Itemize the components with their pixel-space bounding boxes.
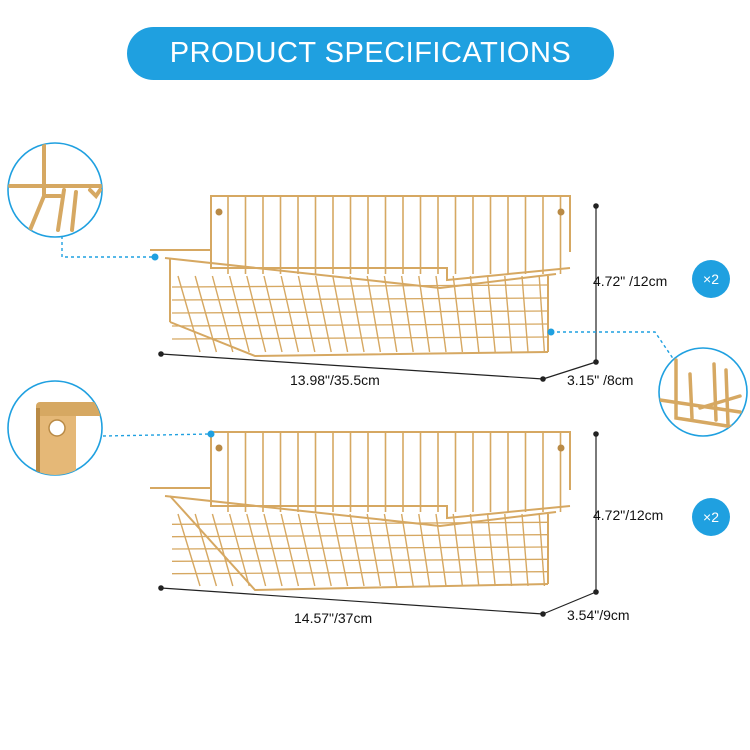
basket-top: [150, 195, 571, 358]
wire: [228, 513, 250, 587]
wire: [504, 513, 513, 587]
wire: [314, 513, 332, 587]
top-length-label: 13.98"/35.5cm: [290, 372, 380, 388]
hook-hole-detail-icon: [7, 380, 103, 476]
wire: [469, 513, 480, 587]
bottom-length-label: 14.57"/37cm: [294, 610, 373, 626]
bottom-depth-label: 3.54"/9cm: [567, 607, 630, 623]
wire: [349, 513, 365, 587]
wire: [383, 513, 398, 587]
wire: [383, 275, 398, 353]
wire: [280, 513, 300, 587]
wire: [314, 275, 332, 353]
wire: [521, 513, 529, 587]
wire: [171, 284, 549, 288]
wire: [521, 275, 529, 353]
bottom-quantity-badge: ×2: [692, 498, 730, 536]
wire: [171, 534, 549, 538]
wire: [469, 275, 480, 353]
top-depth-label: 3.15" /8cm: [567, 372, 634, 388]
wire: [171, 546, 549, 550]
wire: [366, 513, 382, 587]
wire: [246, 275, 267, 353]
wire: [211, 513, 234, 587]
wire: [171, 310, 549, 314]
wire: [297, 513, 316, 587]
wire: [297, 275, 316, 353]
wire: [349, 275, 365, 353]
top-height-label: 4.72" /12cm: [593, 273, 668, 289]
wire: [171, 571, 549, 575]
wire: [263, 513, 283, 587]
callout-dots: [151, 253, 555, 438]
wire: [538, 275, 546, 353]
wire: [486, 275, 496, 353]
wire: [366, 275, 382, 353]
wire: [452, 513, 464, 587]
top-quantity-badge: ×2: [692, 260, 730, 298]
wire: [538, 513, 546, 587]
wire: [452, 275, 464, 353]
wire: [171, 521, 549, 525]
wire: [171, 323, 549, 327]
basket-bottom: [150, 431, 571, 592]
wire: [504, 275, 513, 353]
wire: [332, 275, 349, 353]
wire: [280, 275, 300, 353]
wire: [418, 275, 431, 353]
side-detail-icon: [658, 347, 748, 437]
wire: [246, 513, 267, 587]
wire: [228, 275, 250, 353]
wire: [171, 297, 549, 301]
wire: [435, 275, 447, 353]
callout-connectors: [61, 236, 675, 437]
bottom-height-label: 4.72"/12cm: [593, 507, 664, 523]
wire: [332, 513, 349, 587]
wire: [486, 513, 496, 587]
wire: [435, 513, 447, 587]
wire: [263, 275, 283, 353]
wire: [171, 558, 549, 562]
corner-detail-icon: [7, 142, 103, 238]
wire: [171, 336, 549, 340]
wire: [418, 513, 431, 587]
wire: [400, 513, 414, 587]
wire: [400, 275, 414, 353]
page-title: PRODUCT SPECIFICATIONS: [127, 27, 614, 80]
dimension-lines: [158, 203, 599, 617]
